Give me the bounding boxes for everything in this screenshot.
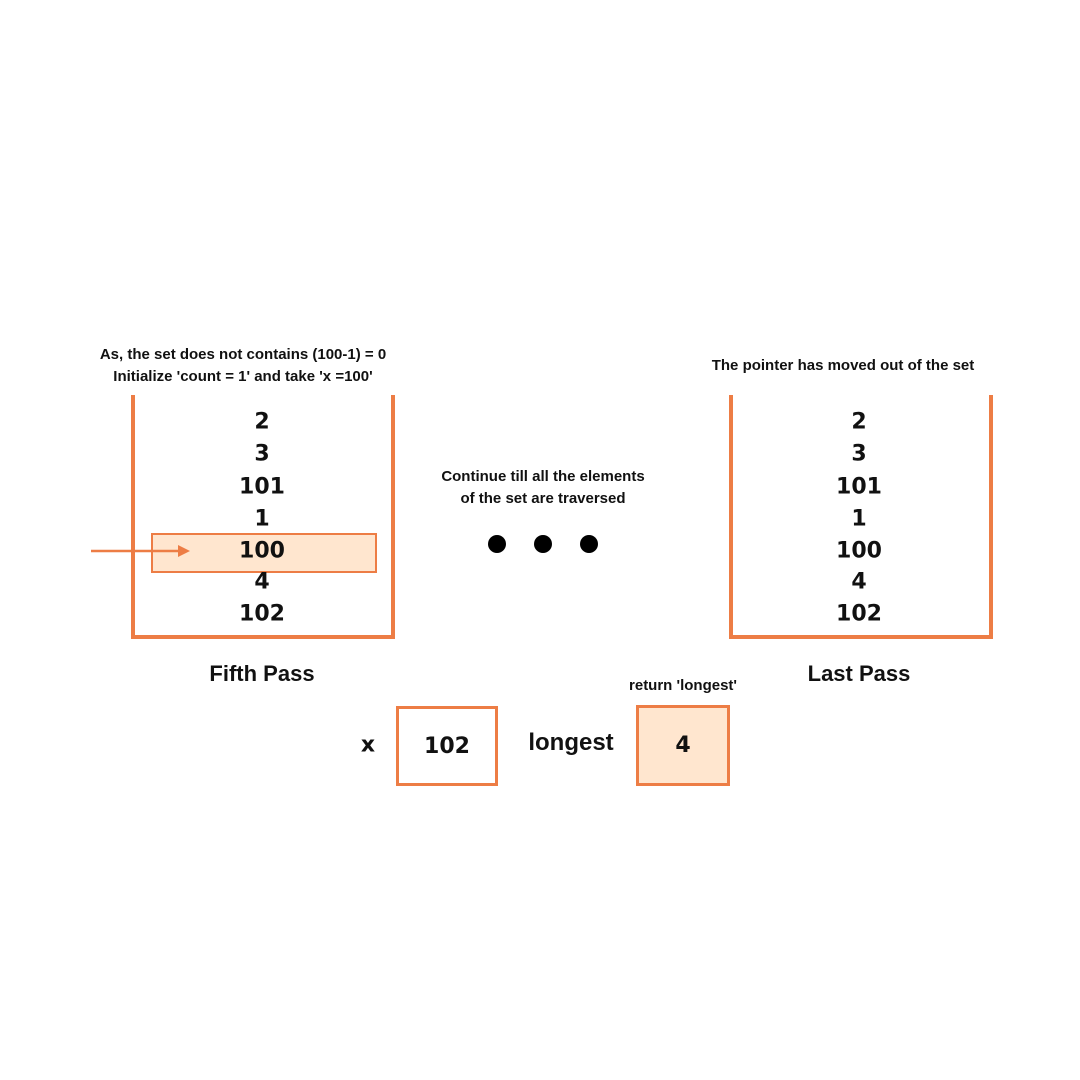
x-value-box: 102 <box>396 706 498 786</box>
fifth-pass-set-container <box>131 395 395 639</box>
set-element: 100 <box>836 538 882 564</box>
set-element: 102 <box>836 601 882 627</box>
x-label: x <box>360 732 376 758</box>
current-element-highlight <box>151 533 377 573</box>
last-pass-note: The pointer has moved out of the set <box>711 357 975 374</box>
set-element: 2 <box>254 409 270 435</box>
note-line: Initialize 'count = 1' and take 'x =100' <box>113 368 373 385</box>
return-note: return 'longest' <box>629 677 737 694</box>
set-element: 1 <box>851 506 867 532</box>
last-pass-set-container <box>729 395 993 639</box>
set-element: 3 <box>851 441 867 467</box>
set-element: 4 <box>254 569 270 595</box>
set-element: 3 <box>254 441 270 467</box>
note-line: of the set are traversed <box>460 490 626 507</box>
set-element: 101 <box>836 474 882 500</box>
set-element: 4 <box>851 569 867 595</box>
longest-value-box: 4 <box>636 705 730 786</box>
note-line: Continue till all the elements <box>441 468 645 485</box>
set-element: 1 <box>254 506 270 532</box>
longest-label: longest <box>528 729 614 756</box>
longest-value: 4 <box>675 733 691 758</box>
fifth-pass-note: As, the set does not contains (100-1) = … <box>100 344 386 388</box>
last-pass-label: Last Pass <box>807 661 911 686</box>
set-element-current: 100 <box>239 538 285 564</box>
set-element: 102 <box>239 601 285 627</box>
note-line: As, the set does not contains (100-1) = … <box>99 346 387 363</box>
set-element: 2 <box>851 409 867 435</box>
middle-note: Continue till all the elements of the se… <box>441 466 644 510</box>
pointer-arrow-icon <box>91 545 190 557</box>
x-value: 102 <box>424 733 470 759</box>
fifth-pass-label: Fifth Pass <box>209 661 315 686</box>
set-element: 101 <box>239 474 285 500</box>
